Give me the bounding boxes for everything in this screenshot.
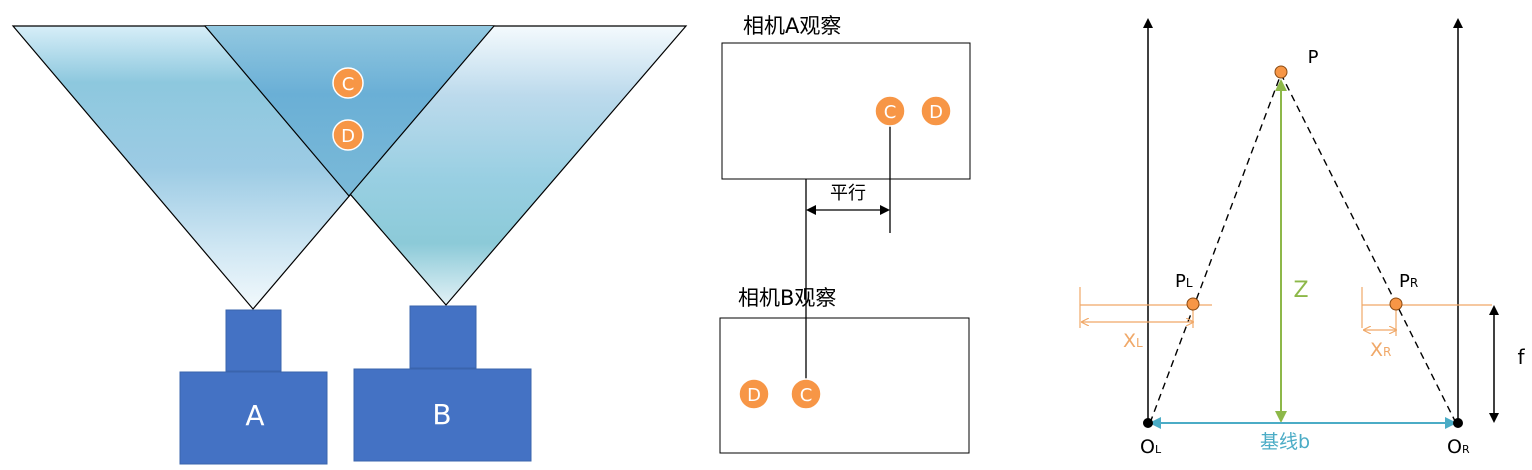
xl-label: XL <box>1123 330 1143 352</box>
ol-label: OL <box>1140 436 1162 458</box>
point-pl-label: PL <box>1175 271 1193 292</box>
camera-a-label: A <box>245 399 264 432</box>
point-p-label: P <box>1308 47 1319 68</box>
view-b-title: 相机B观察 <box>738 286 836 310</box>
baseline-label: 基线b <box>1260 431 1310 453</box>
camera-a: A <box>179 309 328 465</box>
svg-text:C: C <box>884 102 897 123</box>
optical-center-right <box>1453 418 1463 428</box>
parallel-label: 平行 <box>830 183 866 204</box>
point-pr <box>1389 297 1403 311</box>
camera-frustums <box>11 25 688 310</box>
z-label: Z <box>1293 278 1308 303</box>
camera-b-label: B <box>432 398 451 431</box>
right-ray <box>1280 73 1457 424</box>
svg-text:D: D <box>747 385 761 406</box>
point-p <box>1274 65 1288 79</box>
view-b-point-c: C <box>790 378 822 410</box>
svg-text:D: D <box>929 102 943 123</box>
overlap-edges <box>204 25 495 197</box>
camera-a-body <box>179 371 328 465</box>
optical-center-left <box>1143 418 1153 428</box>
view-b-point-d: D <box>738 378 770 410</box>
scene-point-d: D <box>332 119 364 151</box>
point-pr-label: PR <box>1399 271 1418 292</box>
or-label: OR <box>1447 436 1470 458</box>
view-a-point-c: C <box>874 95 906 127</box>
svg-text:C: C <box>342 74 355 95</box>
camera-b-lens <box>409 305 477 369</box>
view-a-point-d: D <box>920 95 952 127</box>
svg-text:C: C <box>800 385 813 406</box>
focal-length-label: f <box>1517 345 1525 369</box>
left-ray <box>1149 73 1282 424</box>
view-a-title: 相机A观察 <box>743 14 841 38</box>
point-pl <box>1186 297 1200 311</box>
scene-point-c: C <box>332 67 364 99</box>
camera-b-body <box>353 368 532 462</box>
xr-label: XR <box>1370 339 1391 361</box>
camera-b: B <box>353 305 532 462</box>
frustum-overlap <box>205 26 494 196</box>
camera-a-lens <box>225 309 282 372</box>
svg-text:D: D <box>341 126 355 147</box>
